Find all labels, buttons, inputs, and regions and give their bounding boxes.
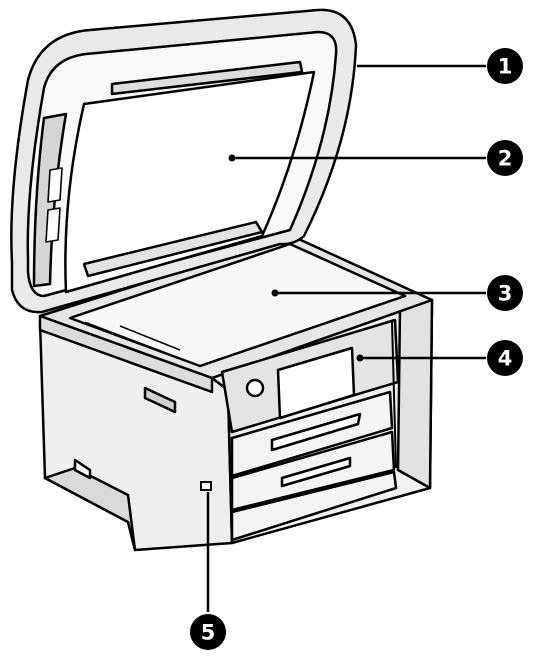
cassette-2-handle xyxy=(280,456,352,488)
document-cover-bottom-rail xyxy=(82,220,264,278)
document-mat-sheet xyxy=(64,70,316,294)
control-panel xyxy=(220,318,400,469)
callout-3-marker xyxy=(487,275,523,311)
paper-cassettes xyxy=(230,390,398,542)
callout-5-label: 5 xyxy=(201,621,216,645)
callout-5: 5 xyxy=(190,614,226,650)
callout-1-marker xyxy=(487,48,523,84)
callout-1-label: 1 xyxy=(498,55,513,79)
callout-4-marker xyxy=(487,340,523,376)
control-panel-screen xyxy=(276,346,356,420)
leader-lines xyxy=(206,64,486,612)
callout-2: 2 xyxy=(487,140,523,176)
scanner-hinge xyxy=(143,386,177,414)
power-button xyxy=(245,378,265,398)
callout-2-label: 2 xyxy=(498,147,513,171)
cassette-1-handle xyxy=(270,412,362,452)
cassette-3 xyxy=(230,470,398,542)
callout-3-label: 3 xyxy=(498,282,513,306)
scanner-bed xyxy=(38,234,434,414)
base-feet xyxy=(73,458,92,480)
usb-port xyxy=(200,481,212,491)
document-cover xyxy=(10,8,358,314)
callout-4-label: 4 xyxy=(498,347,513,371)
callout-3: 3 xyxy=(487,275,523,311)
callout-2-marker xyxy=(487,140,523,176)
callout-5-marker xyxy=(190,614,226,650)
adf-slot xyxy=(110,60,304,96)
callout-4: 4 xyxy=(487,340,523,376)
scanner-bed-front-lip xyxy=(38,314,214,394)
printer-right-edge xyxy=(396,298,434,490)
callout-1: 1 xyxy=(487,48,523,84)
scanner-glass xyxy=(68,242,407,368)
printer-base xyxy=(43,466,137,552)
